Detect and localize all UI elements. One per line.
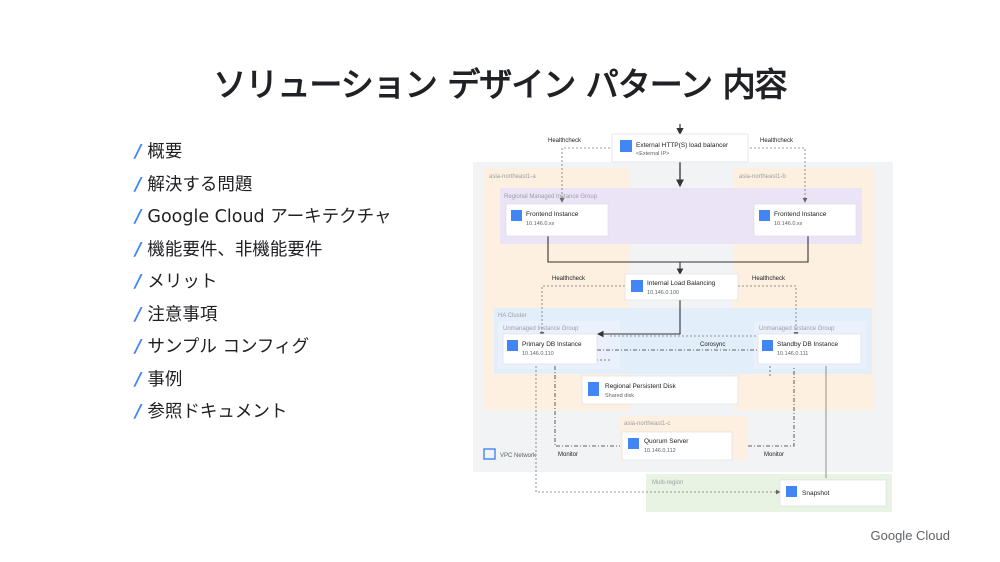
zone-b-label: asia-northeast1-b <box>739 174 786 180</box>
frontend-join-line <box>547 236 809 263</box>
toc-item: /参照ドキュメント <box>135 398 392 431</box>
frontend-b-node: Frontend Instance 10.146.0.xx <box>753 203 857 237</box>
healthcheck-label-top-a: Healthcheck <box>548 138 582 144</box>
storage-icon <box>786 486 797 497</box>
toc-marker: / <box>135 402 142 422</box>
umig-a-label: Unmanaged Instance Group <box>503 326 579 332</box>
toc-item: /事例 <box>135 366 392 399</box>
toc-marker: / <box>135 174 142 195</box>
frontend-b-title: Frontend Instance <box>774 211 827 218</box>
monitor-label-a: Monitor <box>558 452 578 458</box>
internal-lb-node: Internal Load Balancing 10.146.0.100 <box>624 273 739 301</box>
toc-item-label: メリット <box>147 272 218 292</box>
load-balancer-icon <box>620 140 632 152</box>
standby-db-sub: 10.146.0.111 <box>777 351 808 357</box>
compute-icon <box>511 210 522 221</box>
rmig-label: Regional Managed Instance Group <box>504 194 598 200</box>
toc-item-label: 概要 <box>147 142 183 162</box>
ilb-healthcheck-a <box>539 285 625 337</box>
zone-a-label: asia-northeast1-a <box>489 174 536 180</box>
quorum-title: Quorum Server <box>644 438 689 445</box>
standby-db-node: Standby DB Instance 10.146.0.111 <box>757 333 862 365</box>
quorum-server-node: Quorum Server 10.146.0.112 <box>621 431 733 461</box>
toc-item: /メリット <box>135 268 392 301</box>
toc-marker: / <box>135 272 142 292</box>
external-lb-sub: <External IP> <box>636 151 669 157</box>
toc-item-label: 機能要件、非機能要件 <box>147 239 323 260</box>
monitor-line-a <box>554 366 620 447</box>
healthcheck-label-top-b: Healthcheck <box>760 138 794 144</box>
load-balancer-icon <box>631 280 643 292</box>
primary-db-node: Primary DB Instance 10.146.0.110 <box>502 333 598 365</box>
ilb-healthcheck-b <box>738 285 799 337</box>
compute-icon <box>628 438 639 449</box>
toc-item-label: 解決する問題 <box>147 174 253 195</box>
compute-icon <box>759 210 770 221</box>
disk-title: Regional Persistent Disk <box>605 383 677 390</box>
standby-db-title: Standby DB Instance <box>777 341 838 348</box>
disk-icon <box>588 382 599 396</box>
toc-item-label: 事例 <box>147 369 183 390</box>
frontend-a-title: Frontend Instance <box>526 211 579 218</box>
quorum-sub: 10.146.0.112 <box>644 448 676 454</box>
toc-item: /注意事項 <box>135 301 392 334</box>
healthcheck-label-mid-b: Healthcheck <box>752 276 786 282</box>
toc-marker: / <box>135 142 142 162</box>
toc-marker: / <box>135 207 142 227</box>
monitor-line-b <box>748 366 795 447</box>
snapshot-node: Snapshot <box>779 479 887 507</box>
snapshot-title: Snapshot <box>802 490 830 497</box>
frontend-b-sub: 10.146.0.xx <box>774 221 803 227</box>
umig-b-label: Unmanaged Instance Group <box>759 326 835 332</box>
disk-sub: Shared disk <box>605 393 634 399</box>
zone-c-label: asia-northeast1-c <box>624 421 670 427</box>
corosync-label: Corosync <box>700 342 725 348</box>
vpc-icon <box>483 448 496 460</box>
compute-icon <box>762 340 773 351</box>
frontend-a-node: Frontend Instance 10.146.0.xx <box>505 203 609 237</box>
toc-item: /サンプル コンフィグ <box>135 333 392 366</box>
primary-db-sub: 10.146.0.110 <box>522 351 554 357</box>
page-title: ソリューション デザイン パターン 内容 <box>213 65 787 104</box>
healthcheck-line-a <box>559 147 610 203</box>
toc-marker: / <box>135 337 142 357</box>
multi-region-label: Multi-region <box>652 480 683 486</box>
compute-icon <box>507 340 518 351</box>
toc-item: /解決する問題 <box>135 171 392 204</box>
external-lb-title: External HTTP(S) load balancer <box>636 142 729 149</box>
google-cloud-logo: Google Cloud <box>870 528 951 543</box>
toc-marker: / <box>135 239 142 260</box>
toc-item-label: サンプル コンフィグ <box>147 337 310 357</box>
vpc-label: VPC Network <box>500 453 537 459</box>
primary-db-title: Primary DB Instance <box>522 341 582 348</box>
toc-item-label: 参照ドキュメント <box>147 402 288 422</box>
toc-item-label: 注意事項 <box>147 304 218 325</box>
architecture-diagram: VPC Network asia-northeast1-a asia-north… <box>473 124 893 512</box>
internal-lb-sub: 10.146.0.100 <box>647 290 679 296</box>
toc-list: /概要 /解決する問題 /Google Cloud アーキテクチャ /機能要件、… <box>135 138 392 431</box>
toc-item: /機能要件、非機能要件 <box>135 236 392 269</box>
persistent-disk-node: Regional Persistent Disk Shared disk <box>581 375 739 405</box>
toc-item: /概要 <box>135 138 392 171</box>
frontend-a-sub: 10.146.0.xx <box>526 221 555 227</box>
toc-item: /Google Cloud アーキテクチャ <box>135 203 392 236</box>
healthcheck-label-mid-a: Healthcheck <box>552 276 586 282</box>
ha-cluster-label: HA Cluster <box>498 313 527 319</box>
toc-marker: / <box>135 304 142 325</box>
toc-item-label: Google Cloud アーキテクチャ <box>147 207 392 227</box>
ilb-to-primary <box>596 300 681 338</box>
monitor-label-b: Monitor <box>764 452 784 458</box>
snapshot-line <box>535 366 781 495</box>
external-lb-node: External HTTP(S) load balancer <External… <box>611 133 749 163</box>
toc-marker: / <box>135 369 142 390</box>
internal-lb-title: Internal Load Balancing <box>647 280 716 287</box>
